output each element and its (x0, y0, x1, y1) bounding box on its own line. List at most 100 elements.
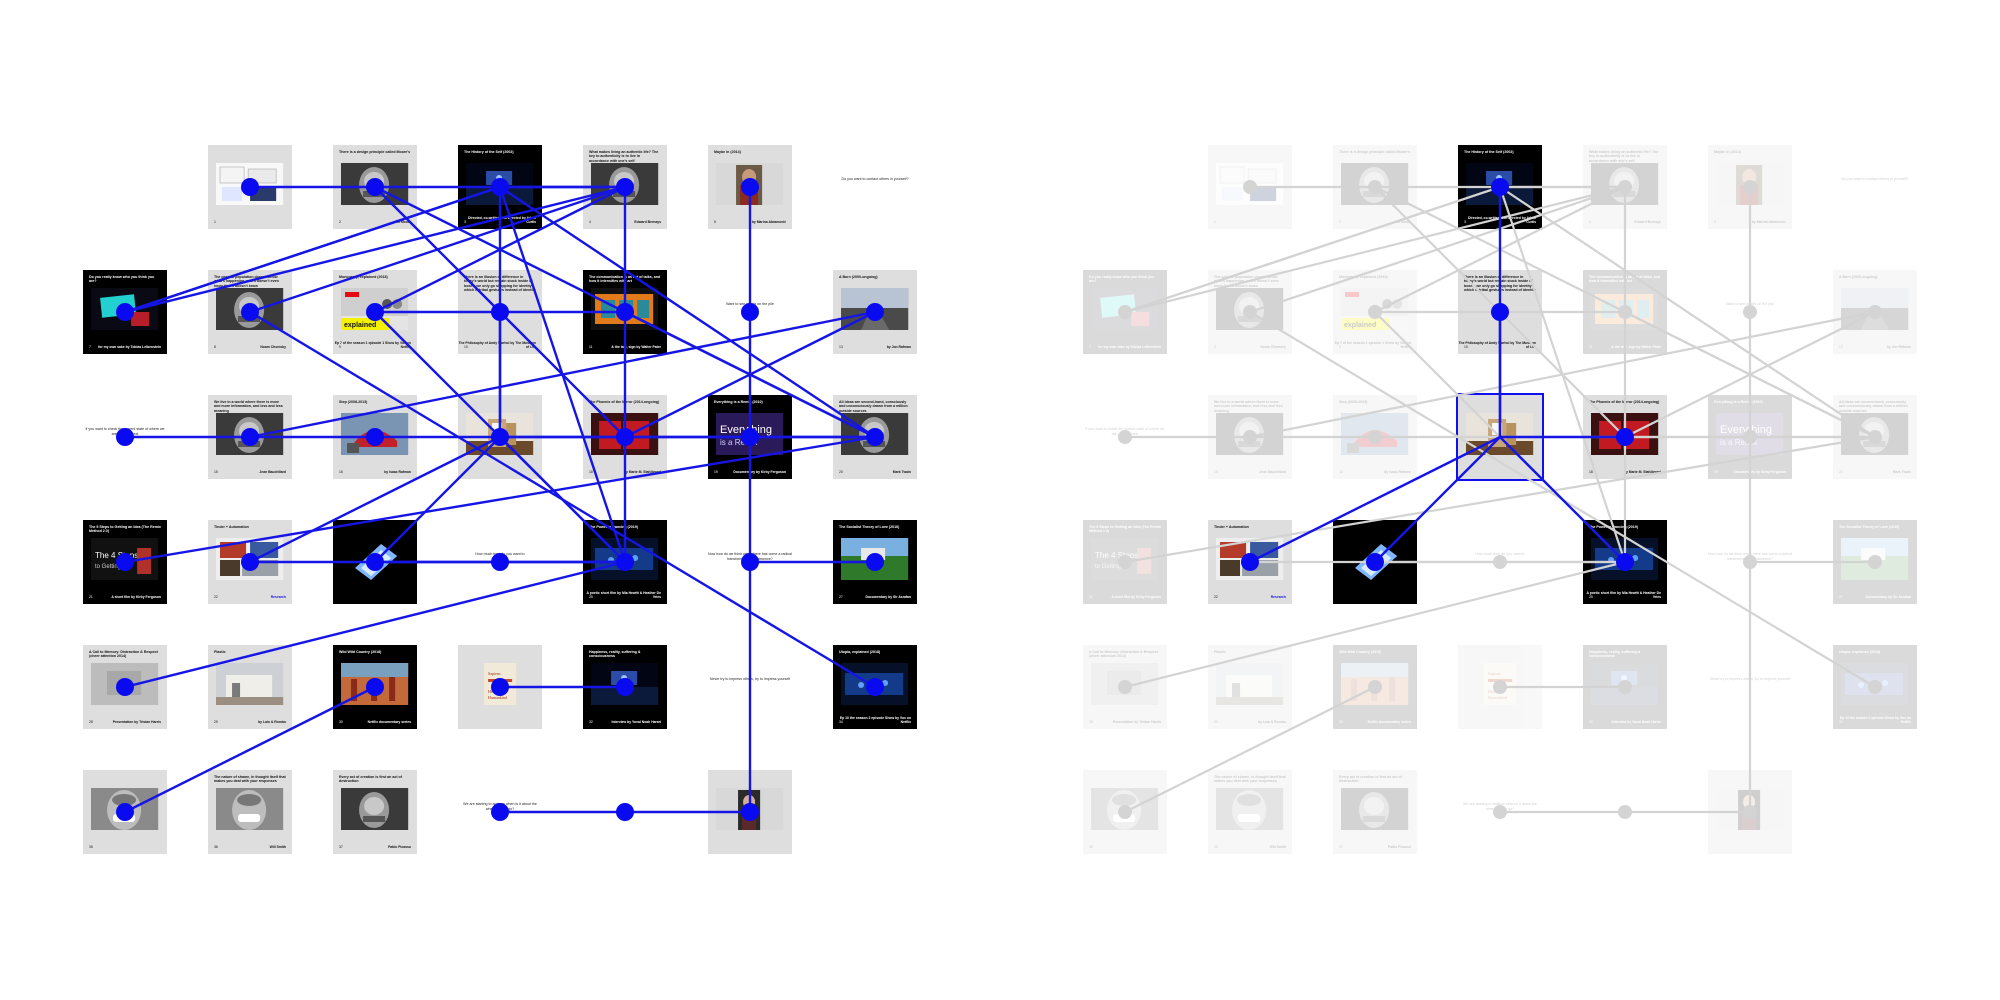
node-t30[interactable] (366, 678, 384, 696)
node-t12[interactable] (1743, 305, 1757, 319)
tile-title: Utopia, explained (2018) (839, 650, 881, 654)
tile-number: 21 (89, 595, 93, 599)
node-t8[interactable] (1243, 305, 1257, 319)
node-t35[interactable] (116, 803, 134, 821)
tile-title: Wild Wild Country (2018) (339, 650, 382, 654)
node-t7[interactable] (1118, 305, 1132, 319)
tile-t37[interactable]: Every act of creation is first an act of… (333, 770, 417, 854)
node-t31[interactable] (491, 678, 509, 696)
tile-caption: A short film by Kirby Ferguson (1111, 595, 1161, 599)
node-t22[interactable] (241, 553, 259, 571)
node-t25[interactable] (1616, 553, 1634, 571)
node-t39[interactable] (1618, 805, 1632, 819)
node-t16[interactable] (366, 428, 384, 446)
node-t23[interactable] (366, 553, 384, 571)
node-t16[interactable] (1368, 430, 1382, 444)
node-t38[interactable] (491, 803, 509, 821)
node-t12[interactable] (741, 303, 759, 321)
node-t27[interactable] (866, 553, 884, 571)
node-t7[interactable] (116, 303, 134, 321)
tile-number: 19 (714, 470, 718, 474)
node-t24[interactable] (1493, 555, 1507, 569)
node-t40[interactable] (1743, 805, 1757, 819)
node-t20[interactable] (1868, 430, 1882, 444)
node-t13[interactable] (1868, 305, 1882, 319)
tile-t33[interactable]: Never try to impress others, try to impr… (708, 645, 792, 729)
node-t27[interactable] (1868, 555, 1882, 569)
tile-caption: Presentation by Tristan Harris (112, 720, 161, 724)
node-t25[interactable] (616, 553, 634, 571)
svg-text:explained: explained (344, 322, 376, 329)
node-t3[interactable] (491, 178, 509, 196)
node-t39[interactable] (616, 803, 634, 821)
node-t19[interactable] (1743, 430, 1757, 444)
node-t19[interactable] (741, 428, 759, 446)
node-t1[interactable] (241, 178, 259, 196)
tile-number: 36 (214, 845, 218, 849)
node-t11[interactable] (616, 303, 634, 321)
node-t22[interactable] (1241, 553, 1259, 571)
node-t28[interactable] (1118, 680, 1132, 694)
tile-t17[interactable] (1456, 393, 1544, 481)
tile-title: A Burn (2000-ongoing) (839, 275, 878, 279)
node-t30[interactable] (1368, 680, 1382, 694)
node-t34[interactable] (1868, 680, 1882, 694)
node-t1[interactable] (1243, 180, 1257, 194)
tile-number: 5 (714, 220, 716, 224)
node-t2[interactable] (1368, 180, 1382, 194)
node-t17[interactable] (491, 428, 509, 446)
node-t35[interactable] (1118, 805, 1132, 819)
node-t32[interactable] (1618, 680, 1632, 694)
node-t2[interactable] (366, 178, 384, 196)
tile-t36[interactable]: The nature of shame, in thought itself t… (1208, 770, 1292, 854)
node-t23[interactable] (1366, 553, 1384, 571)
node-t13[interactable] (866, 303, 884, 321)
tile-caption: Will Smith (1269, 845, 1286, 849)
node-t4[interactable] (616, 178, 634, 196)
node-t34[interactable] (866, 678, 884, 696)
tile-number: 22 (214, 595, 218, 599)
node-t18[interactable] (1616, 428, 1634, 446)
node-t11[interactable] (1618, 305, 1632, 319)
tile-t36[interactable]: The nature of shame, in thought itself t… (208, 770, 292, 854)
node-t14[interactable] (1118, 430, 1132, 444)
tile-caption: Edward Bernays (634, 220, 661, 224)
node-t8[interactable] (241, 303, 259, 321)
node-t28[interactable] (116, 678, 134, 696)
node-t3[interactable] (1491, 178, 1509, 196)
tile-title: A Call to Memory: Distraction & Respect … (1089, 650, 1158, 659)
tile-image (1341, 788, 1409, 831)
node-t10[interactable] (491, 303, 509, 321)
tile-number: 34 (1839, 720, 1843, 724)
node-t26[interactable] (741, 553, 759, 571)
node-t4[interactable] (1618, 180, 1632, 194)
node-t26[interactable] (1743, 555, 1757, 569)
tile-t37[interactable]: Every act of creation is first an act of… (1333, 770, 1417, 854)
node-t10[interactable] (1491, 303, 1509, 321)
node-t24[interactable] (491, 553, 509, 571)
node-t14[interactable] (116, 428, 134, 446)
node-t9[interactable] (366, 303, 384, 321)
tile-caption: Directed, co-written and directed by Ada… (468, 216, 536, 224)
node-t32[interactable] (616, 678, 634, 696)
tile-t6[interactable]: Do you want to contact others in yoursel… (833, 145, 917, 229)
node-t5[interactable] (1743, 180, 1757, 194)
node-t15[interactable] (241, 428, 259, 446)
node-t5[interactable] (741, 178, 759, 196)
tile-t33[interactable]: Never try to impress others, try to impr… (1708, 645, 1792, 729)
node-t9[interactable] (1368, 305, 1382, 319)
node-t31[interactable] (1493, 680, 1507, 694)
tile-t6[interactable]: Do you want to contact others in yoursel… (1833, 145, 1917, 229)
node-t40[interactable] (741, 803, 759, 821)
node-t21[interactable] (116, 553, 134, 571)
node-t21[interactable] (1118, 555, 1132, 569)
node-t38[interactable] (1493, 805, 1507, 819)
node-t15[interactable] (1243, 430, 1257, 444)
node-t20[interactable] (866, 428, 884, 446)
tile-title: Plastic (1214, 650, 1226, 654)
edge-t3-t7 (124, 185, 501, 314)
tile-caption: Research (270, 595, 286, 599)
node-t18[interactable] (616, 428, 634, 446)
